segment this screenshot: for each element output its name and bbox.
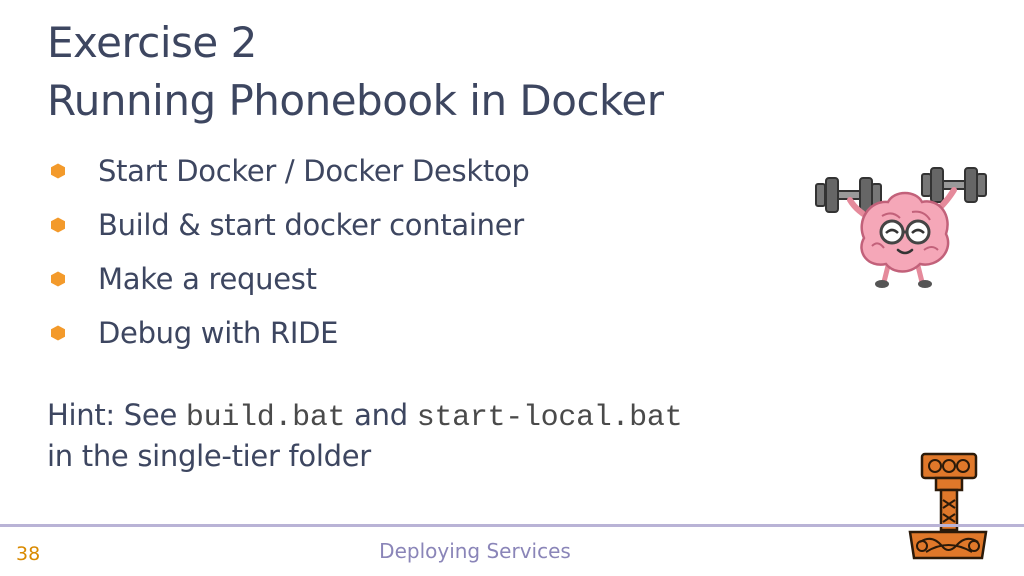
hexagon-bullet-icon [51, 325, 65, 341]
page-number: 38 [16, 543, 41, 565]
slide-title: Exercise 2 Running Phonebook in Docker [47, 14, 664, 130]
bullet-list: Start Docker / Docker Desktop Build & st… [50, 144, 530, 360]
hint-middle: and [345, 398, 417, 432]
bullet-item: Make a request [50, 252, 529, 306]
brain-lifting-dumbbells-icon [815, 167, 987, 288]
title-line-1: Exercise 2 [47, 18, 257, 67]
hint-prefix: Hint: See [47, 398, 186, 432]
hint-code-start-local: start-local.bat [416, 401, 683, 435]
hexagon-bullet-icon [51, 163, 65, 179]
footer-divider [0, 524, 1024, 527]
hint-code-build: build.bat [185, 401, 346, 435]
bullet-text: Debug with RIDE [98, 316, 339, 350]
hint-text: Hint: See build.bat and start-local.bat … [47, 396, 683, 475]
bullet-text: Build & start docker container [98, 208, 524, 242]
bullet-text: Make a request [98, 262, 317, 296]
bullet-item: Start Docker / Docker Desktop [50, 144, 530, 198]
title-line-2: Running Phonebook in Docker [47, 76, 664, 125]
thor-hammer-logo-icon [908, 452, 988, 560]
hexagon-bullet-icon [51, 217, 65, 233]
bullet-text: Start Docker / Docker Desktop [98, 154, 530, 188]
hint-line-2: in the single-tier folder [47, 439, 371, 473]
footer-title: Deploying Services [379, 539, 571, 563]
hexagon-bullet-icon [51, 271, 65, 287]
bullet-item: Build & start docker container [50, 198, 529, 252]
bullet-item: Debug with RIDE [50, 306, 529, 360]
